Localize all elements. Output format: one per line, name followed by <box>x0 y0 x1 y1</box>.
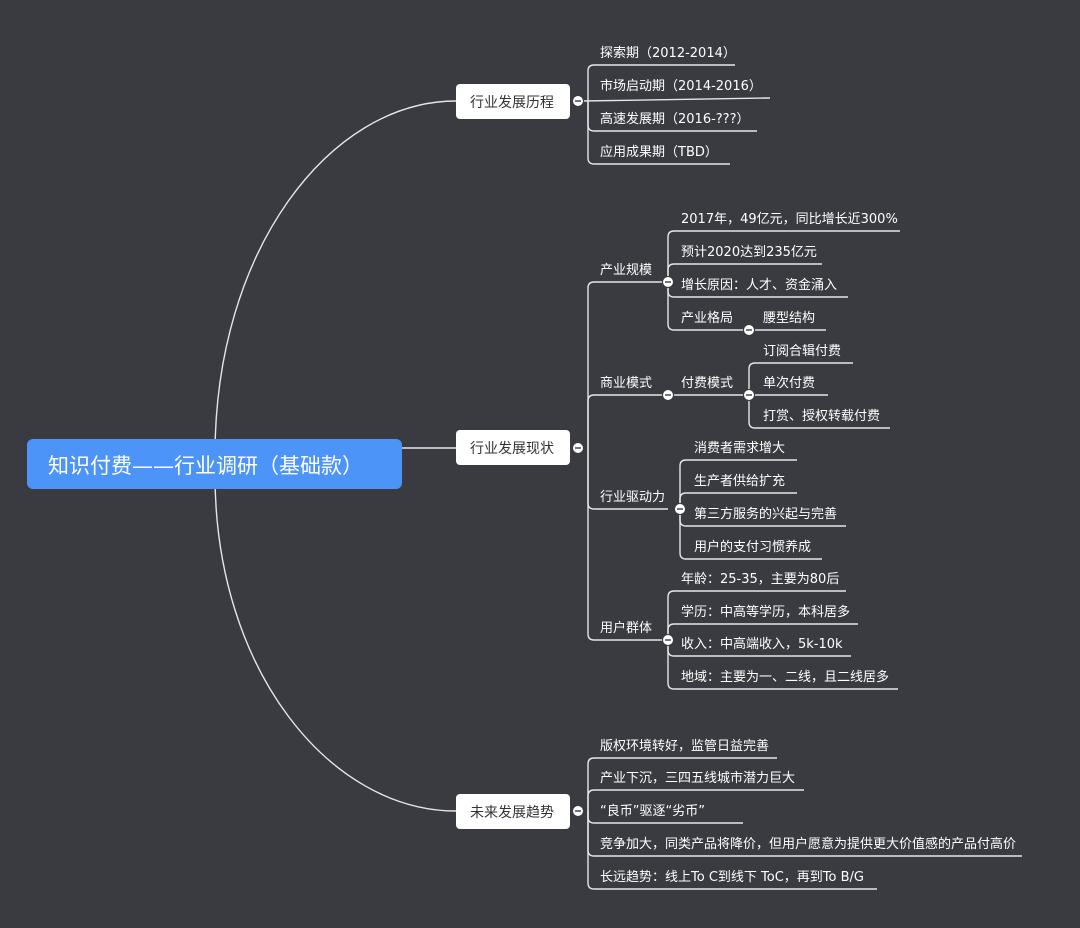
payment-child-line-0 <box>748 362 853 395</box>
branch-future-trends[interactable]: 未来发展趋势 <box>456 794 570 829</box>
topic-payment-mode[interactable]: 付费模式 <box>681 376 733 391</box>
topic-industry-drivers[interactable]: 行业驱动力 <box>600 490 665 505</box>
branch-label: 行业发展现状 <box>470 441 554 457</box>
topic-scale-2020[interactable]: 预计2020达到235亿元 <box>681 245 817 260</box>
branch-industry-history[interactable]: 行业发展历程 <box>456 84 570 119</box>
collapse-toggles <box>572 95 755 817</box>
topic-user-age[interactable]: 年龄：25-35，主要为80后 <box>681 572 839 587</box>
scale-collapse-icon[interactable] <box>662 276 674 288</box>
drivers-child-line-0 <box>679 459 797 509</box>
payment-child-line-2 <box>748 395 890 429</box>
root-node-label: 知识付费——行业调研（基础款） <box>48 454 363 478</box>
status-collapse-icon[interactable] <box>572 442 584 454</box>
users-collapse-icon[interactable] <box>662 634 674 646</box>
branch-box <box>456 430 570 465</box>
history-child-line-3 <box>587 101 730 165</box>
scale-child-line-3 <box>667 282 748 331</box>
topic-user-income[interactable]: 收入：中高端收入，5k-10k <box>681 636 843 652</box>
scale-child-line-0 <box>667 230 900 282</box>
root-to-history-line <box>214 100 457 456</box>
topic-user-education[interactable]: 学历：中高等学历，本科居多 <box>681 604 850 620</box>
topic-scale-reason[interactable]: 增长原因：人才、资金涌入 <box>681 277 837 293</box>
history-child-line-0 <box>587 64 735 101</box>
root-node[interactable]: 知识付费——行业调研（基础款） <box>27 439 402 489</box>
root-to-future-line <box>214 474 457 812</box>
status-child-line-3 <box>587 448 668 641</box>
topic-scale-waist-structure[interactable]: 腰型结构 <box>763 311 815 326</box>
pattern-collapse-icon[interactable] <box>743 324 755 336</box>
drivers-child-line-1 <box>679 492 797 509</box>
history-collapse-icon[interactable] <box>572 95 584 107</box>
topic-future-copyright[interactable]: 版权环境转好，监管日益完善 <box>600 738 769 754</box>
topic-driver-third-party[interactable]: 第三方服务的兴起与完善 <box>694 506 837 522</box>
status-child-line-0 <box>587 281 668 448</box>
topic-history-market-launch[interactable]: 市场启动期（2014-2016） <box>600 78 762 94</box>
topic-history-rapid-growth[interactable]: 高速发展期（2016-???） <box>600 111 749 127</box>
topic-driver-demand[interactable]: 消费者需求增大 <box>694 441 785 456</box>
users-child-line-3 <box>667 640 898 690</box>
topic-future-good-money[interactable]: “良币”驱逐“劣币” <box>600 803 705 819</box>
topic-industry-scale[interactable]: 产业规模 <box>600 263 652 278</box>
root-node-box <box>27 439 402 489</box>
topic-future-competition[interactable]: 竞争加大，同类产品将降价，但用户愿意为提供更大价值感的产品付高价 <box>600 836 1016 852</box>
topic-scale-pattern[interactable]: 产业格局 <box>681 310 733 326</box>
branch-label: 行业发展历程 <box>470 95 554 111</box>
business-collapse-icon[interactable] <box>662 389 674 401</box>
topic-business-model[interactable]: 商业模式 <box>600 376 652 391</box>
drivers-child-line-3 <box>679 509 822 560</box>
connector-lines <box>214 64 1022 890</box>
users-child-line-0 <box>667 590 846 640</box>
scale-child-line-1 <box>667 263 822 282</box>
topic-user-group[interactable]: 用户群体 <box>600 620 652 636</box>
branch-industry-status[interactable]: 行业发展现状 <box>456 430 570 465</box>
topic-history-application[interactable]: 应用成果期（TBD） <box>600 144 718 160</box>
topic-driver-supply[interactable]: 生产者供给扩充 <box>694 473 785 489</box>
future-child-line-1 <box>587 789 804 811</box>
topic-history-exploration[interactable]: 探索期（2012-2014） <box>600 46 736 61</box>
topic-future-long-term[interactable]: 长远趋势：线上To C到线下 ToC，再到To B/G <box>600 869 864 885</box>
status-child-line-1 <box>587 394 668 448</box>
users-child-line-1 <box>667 623 858 640</box>
topic-pay-tip-license[interactable]: 打赏、授权转载付费 <box>763 408 880 424</box>
topic-scale-2017[interactable]: 2017年，49亿元，同比增长近300% <box>681 212 898 227</box>
future-child-line-4 <box>587 811 877 890</box>
branch-box <box>456 794 570 829</box>
topic-future-sinking[interactable]: 产业下沉，三四五线城市潜力巨大 <box>600 770 795 786</box>
topic-user-region[interactable]: 地域：主要为一、二线，且二线居多 <box>681 669 889 685</box>
future-child-line-0 <box>587 757 777 811</box>
topic-driver-payment-habit[interactable]: 用户的支付习惯养成 <box>694 539 811 555</box>
topic-pay-subscription[interactable]: 订阅合辑付费 <box>763 344 841 359</box>
branch-label: 未来发展趋势 <box>470 805 554 821</box>
topic-pay-single[interactable]: 单次付费 <box>763 375 815 391</box>
drivers-collapse-icon[interactable] <box>674 503 686 515</box>
topic-labels: 探索期（2012-2014） 市场启动期（2014-2016） 高速发展期（20… <box>600 46 1016 885</box>
history-child-line-1 <box>581 97 771 102</box>
branch-box <box>456 84 570 119</box>
future-collapse-icon[interactable] <box>572 805 584 817</box>
payment-collapse-icon[interactable] <box>743 389 755 401</box>
